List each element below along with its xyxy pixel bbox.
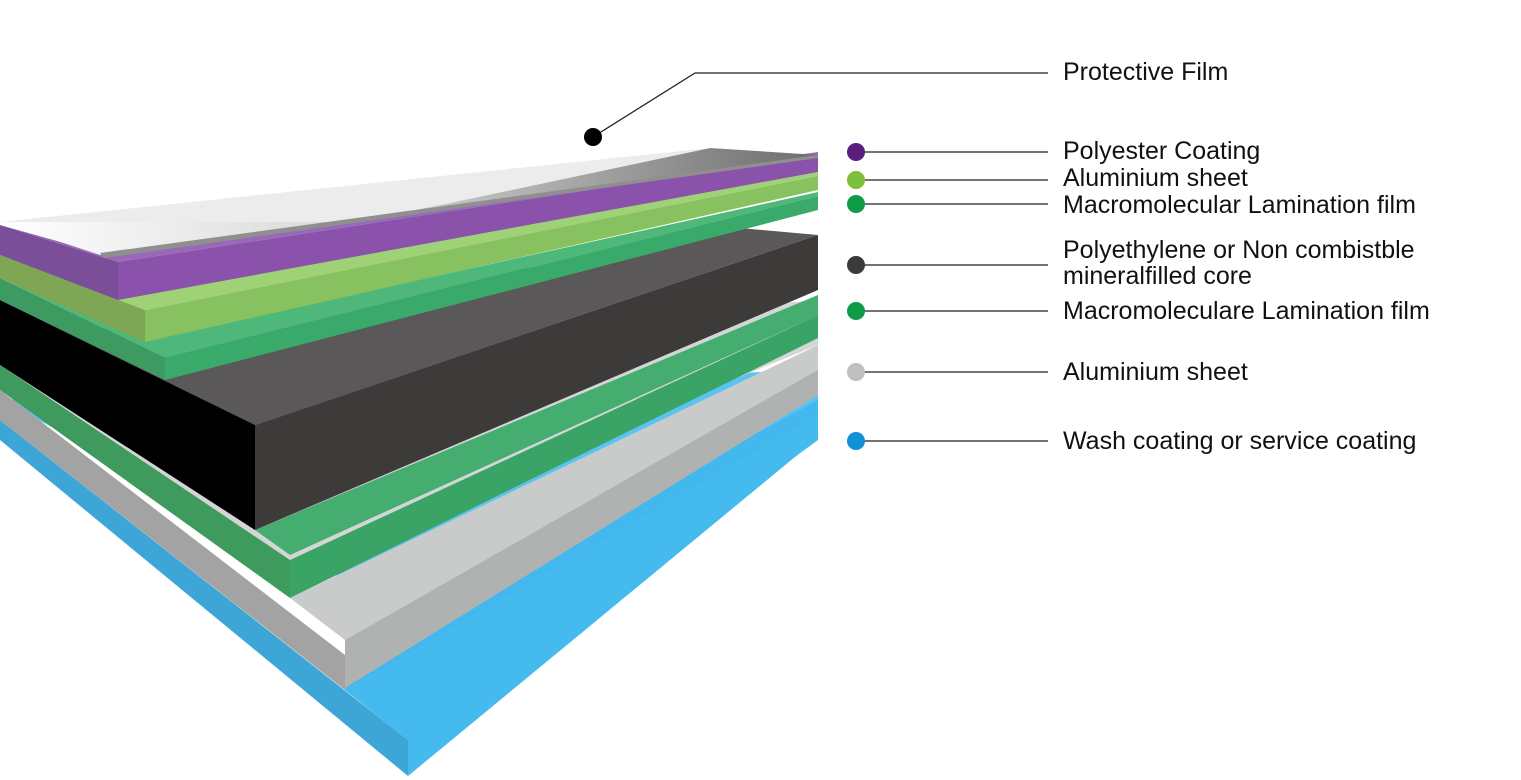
layer-lamination-top	[0, 192, 818, 380]
layer-polyester-left	[0, 225, 118, 300]
layer-aluminium-top	[0, 172, 818, 342]
layer-wash-coating-face	[345, 400, 818, 690]
layer-polyester-front	[118, 155, 818, 300]
marker-aluminium-top	[847, 171, 865, 189]
layer-core-top	[0, 228, 818, 425]
layer-polyester	[0, 152, 818, 300]
marker-lamination-bottom	[847, 302, 865, 320]
marker-lamination-top	[847, 195, 865, 213]
layer-lamination-top-front	[165, 196, 818, 380]
layer-aluminium-bottom-face	[290, 345, 818, 640]
marker-aluminium-bottom	[847, 363, 865, 381]
label-polyester-coating: Polyester Coating	[1063, 137, 1261, 165]
layer-wash-coating-front-face	[345, 415, 818, 776]
layer-lamination-bottom-front	[290, 315, 818, 598]
label-core-line-1: Polyethylene or Non combistble	[1063, 236, 1415, 264]
layer-aluminium-bottom-left	[0, 390, 345, 690]
layer-core-front	[255, 235, 818, 530]
layer-protective-film	[0, 148, 818, 258]
layer-lamination-top-left	[0, 278, 165, 380]
layer-lamination-bottom-face	[255, 295, 818, 555]
layer-protective-film-top	[0, 148, 818, 255]
layer-lamination-bottom	[0, 295, 818, 598]
layer-protective-film-edge	[100, 155, 818, 258]
layer-wash-coating-left	[0, 420, 408, 776]
leader-line-protective-film	[592, 72, 1048, 138]
layer-lamination-bottom-left	[0, 365, 290, 598]
label-core-line-2: mineralfilled core	[1063, 262, 1252, 290]
marker-protective-film	[584, 128, 602, 146]
label-aluminium-sheet-bottom: Aluminium sheet	[1063, 358, 1248, 386]
label-lamination-film-bottom: Macromoleculare Lamination film	[1063, 297, 1430, 325]
marker-wash	[847, 432, 865, 450]
marker-core	[847, 256, 865, 274]
layer-core	[0, 228, 818, 530]
layer-protective-film-back	[0, 148, 710, 222]
layer-aluminium-top-front	[145, 176, 818, 342]
layer-aluminium-bottom-front	[345, 370, 818, 688]
layer-core-left	[0, 300, 255, 530]
label-lamination-film-top: Macromolecular Lamination film	[1063, 191, 1416, 219]
layer-aluminium-top-left	[0, 255, 145, 342]
label-aluminium-sheet-top: Aluminium sheet	[1063, 164, 1248, 192]
marker-polyester	[847, 143, 865, 161]
label-protective-film: Protective Film	[1063, 58, 1229, 86]
label-wash-coating: Wash coating or service coating	[1063, 427, 1417, 455]
